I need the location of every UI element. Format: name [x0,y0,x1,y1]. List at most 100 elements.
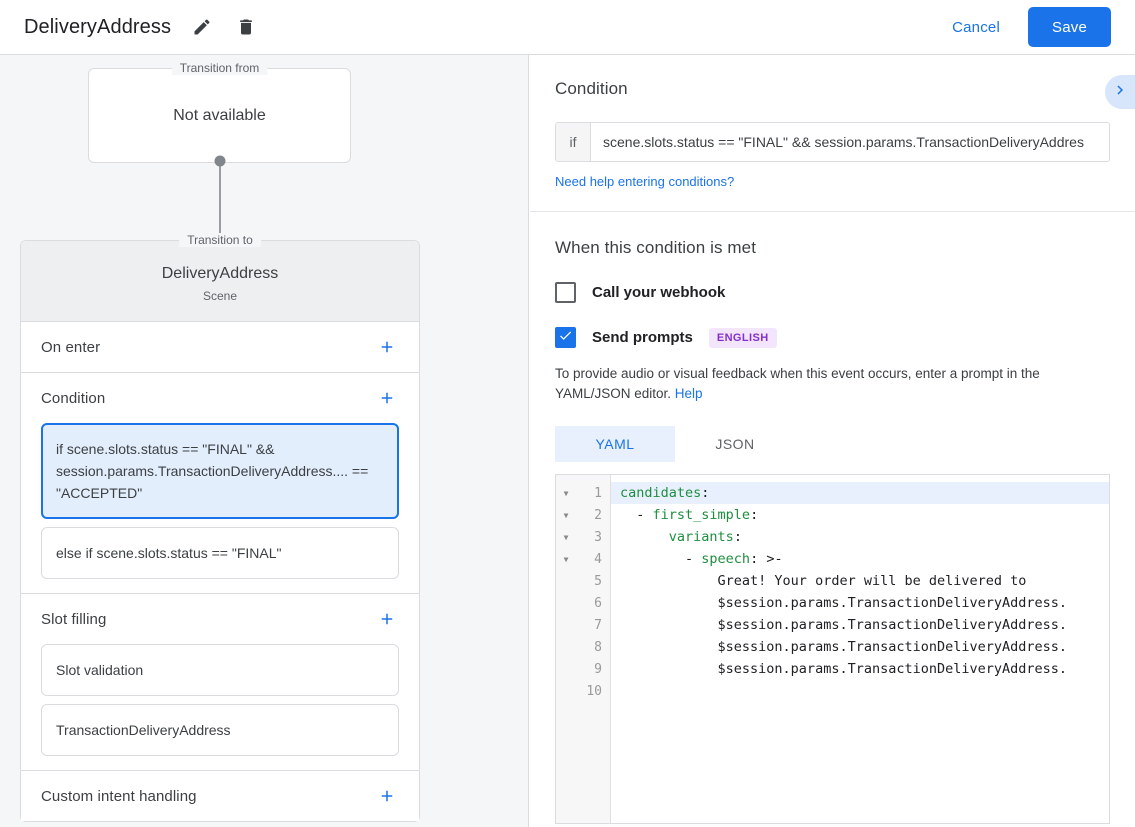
code-token: $session.params.TransactionDeliveryAddre… [620,595,1068,611]
line-number: 1 [594,485,602,501]
editor-line-number: ▼3 [556,526,610,548]
add-custom-intent-button[interactable] [375,784,399,808]
editor-line-number: 10 [556,680,610,702]
code-token: $session.params.TransactionDeliveryAddre… [620,617,1068,633]
prompts-help-link[interactable]: Help [674,386,703,401]
add-on-enter-button[interactable] [375,335,399,359]
editor-line-number: ▼4 [556,548,610,570]
line-number: 2 [594,507,602,523]
code-token: $session.params.TransactionDeliveryAddre… [620,661,1068,677]
condition-if-prefix: if [556,123,591,161]
editor-format-tabs: YAML JSON [555,426,1110,462]
scene-header: DeliveryAddress Scene [21,241,419,321]
section-header-on-enter[interactable]: On enter [21,322,419,372]
send-prompts-checkbox[interactable] [555,327,576,348]
condition-input-row: if [555,122,1110,162]
condition-help-link[interactable]: Need help entering conditions? [555,174,735,189]
editor-line-number: ▼2 [556,504,610,526]
call-webhook-label: Call your webhook [592,284,726,301]
save-button[interactable]: Save [1028,7,1111,47]
slot-validation-item[interactable]: Slot validation [41,644,399,696]
editor-line-number: ▼1 [556,482,610,504]
section-header-custom-intent-handling[interactable]: Custom intent handling [21,771,419,821]
scene-flow-panel: Transition from Not available Transition… [0,55,529,827]
prompts-description: To provide audio or visual feedback when… [555,364,1110,404]
code-token: Great! Your order will be delivered to [620,573,1027,589]
code-token: : [750,507,759,523]
line-number: 3 [594,529,602,545]
editor-code-line [611,680,1109,702]
slot-item[interactable]: TransactionDeliveryAddress [41,704,399,756]
transition-from-legend: Transition from [171,61,268,75]
editor-code-line: Great! Your order will be delivered to [611,570,1109,592]
condition-item-selected[interactable]: if scene.slots.status == "FINAL" && sess… [41,423,399,519]
editor-code-line: $session.params.TransactionDeliveryAddre… [611,592,1109,614]
when-condition-met-block: When this condition is met Call your web… [530,212,1135,404]
language-badge: ENGLISH [708,327,777,348]
collapse-panel-button[interactable] [1105,75,1135,109]
condition-item[interactable]: else if scene.slots.status == "FINAL" [41,527,399,579]
send-prompts-row: Send prompts ENGLISH [555,327,1110,348]
add-slot-filling-button[interactable] [375,607,399,631]
line-number: 5 [594,573,602,589]
section-slot-filling: Slot filling Slot validation Transaction… [21,593,419,770]
edit-button[interactable] [185,10,219,44]
code-token: : [733,529,742,545]
check-icon [558,328,573,348]
code-token: variants [668,529,734,545]
slot-filling-list: Slot validation TransactionDeliveryAddre… [21,644,419,770]
editor-code-line: $session.params.TransactionDeliveryAddre… [611,614,1109,636]
section-custom-intent-handling: Custom intent handling [21,770,419,821]
condition-block: Condition if Need help entering conditio… [530,55,1135,211]
code-token: first_simple [652,507,751,523]
section-header-condition[interactable]: Condition [21,373,419,423]
editor-code-area[interactable]: candidates: - first_simple: variants: - … [611,475,1109,823]
trash-icon [236,17,256,37]
panel-divider [530,211,1135,212]
delete-button[interactable] [229,10,263,44]
transition-from-card: Transition from Not available [88,61,351,163]
line-number: 8 [594,639,602,655]
editor-line-number: 6 [556,592,610,614]
fold-triangle-icon[interactable]: ▼ [563,510,569,520]
line-number: 4 [594,551,602,567]
condition-list: if scene.slots.status == "FINAL" && sess… [21,423,419,593]
code-token [620,529,669,545]
editor-line-number: 7 [556,614,610,636]
section-title-slot-filling: Slot filling [41,610,107,628]
editor-line-number: 9 [556,658,610,680]
scene-type-label: Scene [202,289,238,303]
editor-code-line: - first_simple: [611,504,1109,526]
cancel-button[interactable]: Cancel [938,11,1014,44]
code-token: - [620,551,702,567]
tab-yaml[interactable]: YAML [555,426,675,462]
section-title-custom-intent-handling: Custom intent handling [41,787,197,805]
fold-triangle-icon[interactable]: ▼ [563,532,569,542]
condition-input[interactable] [591,123,1109,161]
webhook-row: Call your webhook [555,282,1110,303]
send-prompts-label: Send prompts [592,329,693,346]
fold-triangle-icon[interactable]: ▼ [563,554,569,564]
add-condition-button[interactable] [375,386,399,410]
scene-name: DeliveryAddress [161,265,279,282]
call-webhook-checkbox[interactable] [555,282,576,303]
section-header-slot-filling[interactable]: Slot filling [21,594,419,644]
section-condition: Condition if scene.slots.status == "FINA… [21,372,419,593]
transition-to-legend: Transition to [179,233,261,247]
pencil-icon [192,17,212,37]
page-title: DeliveryAddress [24,15,172,38]
section-title-condition: Condition [41,389,106,407]
line-number: 7 [594,617,602,633]
tab-json[interactable]: JSON [715,436,755,452]
fold-triangle-icon[interactable]: ▼ [563,488,569,498]
editor-code-line: - speech: >- [611,548,1109,570]
line-number: 6 [594,595,602,611]
code-token: - [620,507,653,523]
editor-code-line: variants: [611,526,1109,548]
condition-detail-panel: Condition if Need help entering conditio… [530,55,1135,827]
prompts-description-text: To provide audio or visual feedback when… [555,366,1040,401]
line-number: 10 [586,683,602,699]
code-token: candidates [620,485,702,501]
